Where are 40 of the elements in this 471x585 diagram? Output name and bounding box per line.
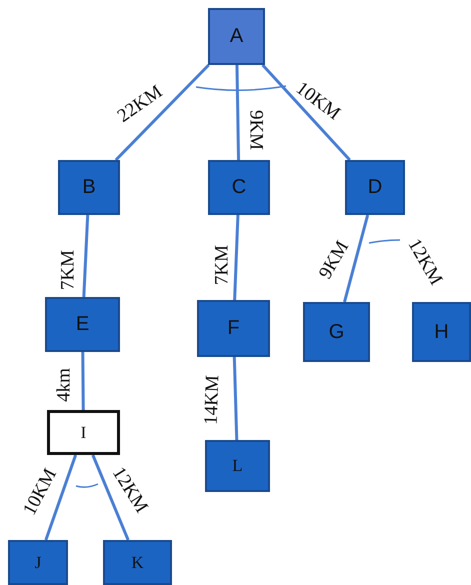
node-label: E bbox=[76, 313, 90, 336]
edge-label: 7KM bbox=[212, 244, 232, 286]
connector-line bbox=[262, 64, 351, 162]
edge-label: 10KM bbox=[20, 466, 60, 518]
node-label: H bbox=[434, 320, 449, 344]
node-label: K bbox=[131, 552, 144, 572]
node-box bbox=[45, 297, 120, 352]
edge-label: 9KM bbox=[246, 110, 266, 150]
node-label: I bbox=[80, 422, 86, 442]
edge-label: 7KM bbox=[58, 250, 78, 290]
connector-line bbox=[233, 214, 240, 300]
node-box bbox=[303, 302, 370, 362]
node-box bbox=[103, 540, 172, 585]
node-label: L bbox=[232, 456, 243, 476]
node-box bbox=[205, 440, 270, 492]
connector-line bbox=[44, 454, 78, 540]
edge-label: 4km bbox=[54, 368, 74, 402]
node-box bbox=[345, 160, 405, 215]
node-box bbox=[58, 160, 120, 215]
node-label: D bbox=[368, 176, 382, 199]
node-box bbox=[8, 540, 68, 585]
node-label: A bbox=[230, 25, 244, 48]
connector-line bbox=[343, 214, 370, 302]
node-label: J bbox=[34, 552, 42, 572]
connector-line bbox=[82, 214, 90, 298]
node-label: F bbox=[227, 317, 240, 340]
node-label: C bbox=[232, 176, 246, 199]
connector-line bbox=[232, 356, 238, 440]
connector-line bbox=[81, 352, 85, 410]
node-box bbox=[208, 8, 265, 65]
node-box bbox=[197, 300, 270, 357]
node-label: G bbox=[328, 320, 344, 344]
node-box bbox=[47, 410, 120, 455]
node-label: B bbox=[82, 176, 96, 199]
connector-line bbox=[91, 454, 130, 541]
connector-line bbox=[114, 64, 210, 162]
connector-line bbox=[235, 64, 240, 160]
node-box bbox=[208, 160, 270, 215]
node-box bbox=[412, 302, 471, 362]
edge-label: 14KM bbox=[202, 374, 222, 426]
